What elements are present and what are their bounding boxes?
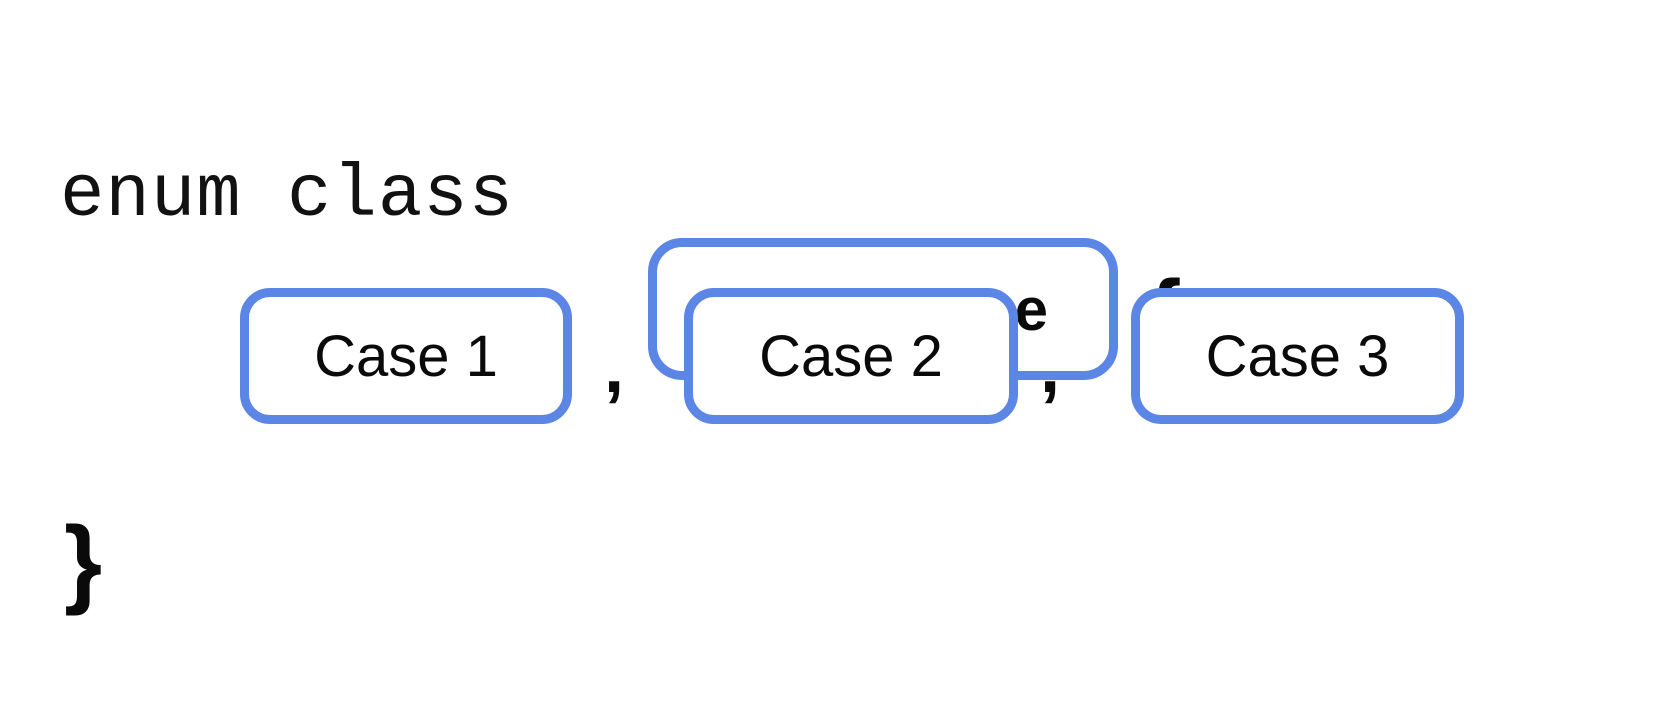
case-separator-comma-2: , [1040, 328, 1061, 408]
closing-line: } [0, 496, 1664, 636]
cases-line: Case 1 , Case 2 , Case 3 [0, 280, 1664, 440]
case-1-placeholder-box[interactable]: Case 1 [240, 288, 572, 424]
case-2-placeholder-box[interactable]: Case 2 [684, 288, 1018, 424]
case-3-label: Case 3 [1205, 323, 1390, 389]
close-brace: } [64, 506, 103, 616]
case-separator-comma-1: , [604, 328, 625, 408]
keyword-enum-class: enum class [60, 154, 515, 238]
declaration-line: enum class enum name { [0, 118, 1664, 380]
case-2-label: Case 2 [759, 323, 943, 389]
case-1-label: Case 1 [314, 323, 498, 389]
case-3-placeholder-box[interactable]: Case 3 [1131, 288, 1464, 424]
